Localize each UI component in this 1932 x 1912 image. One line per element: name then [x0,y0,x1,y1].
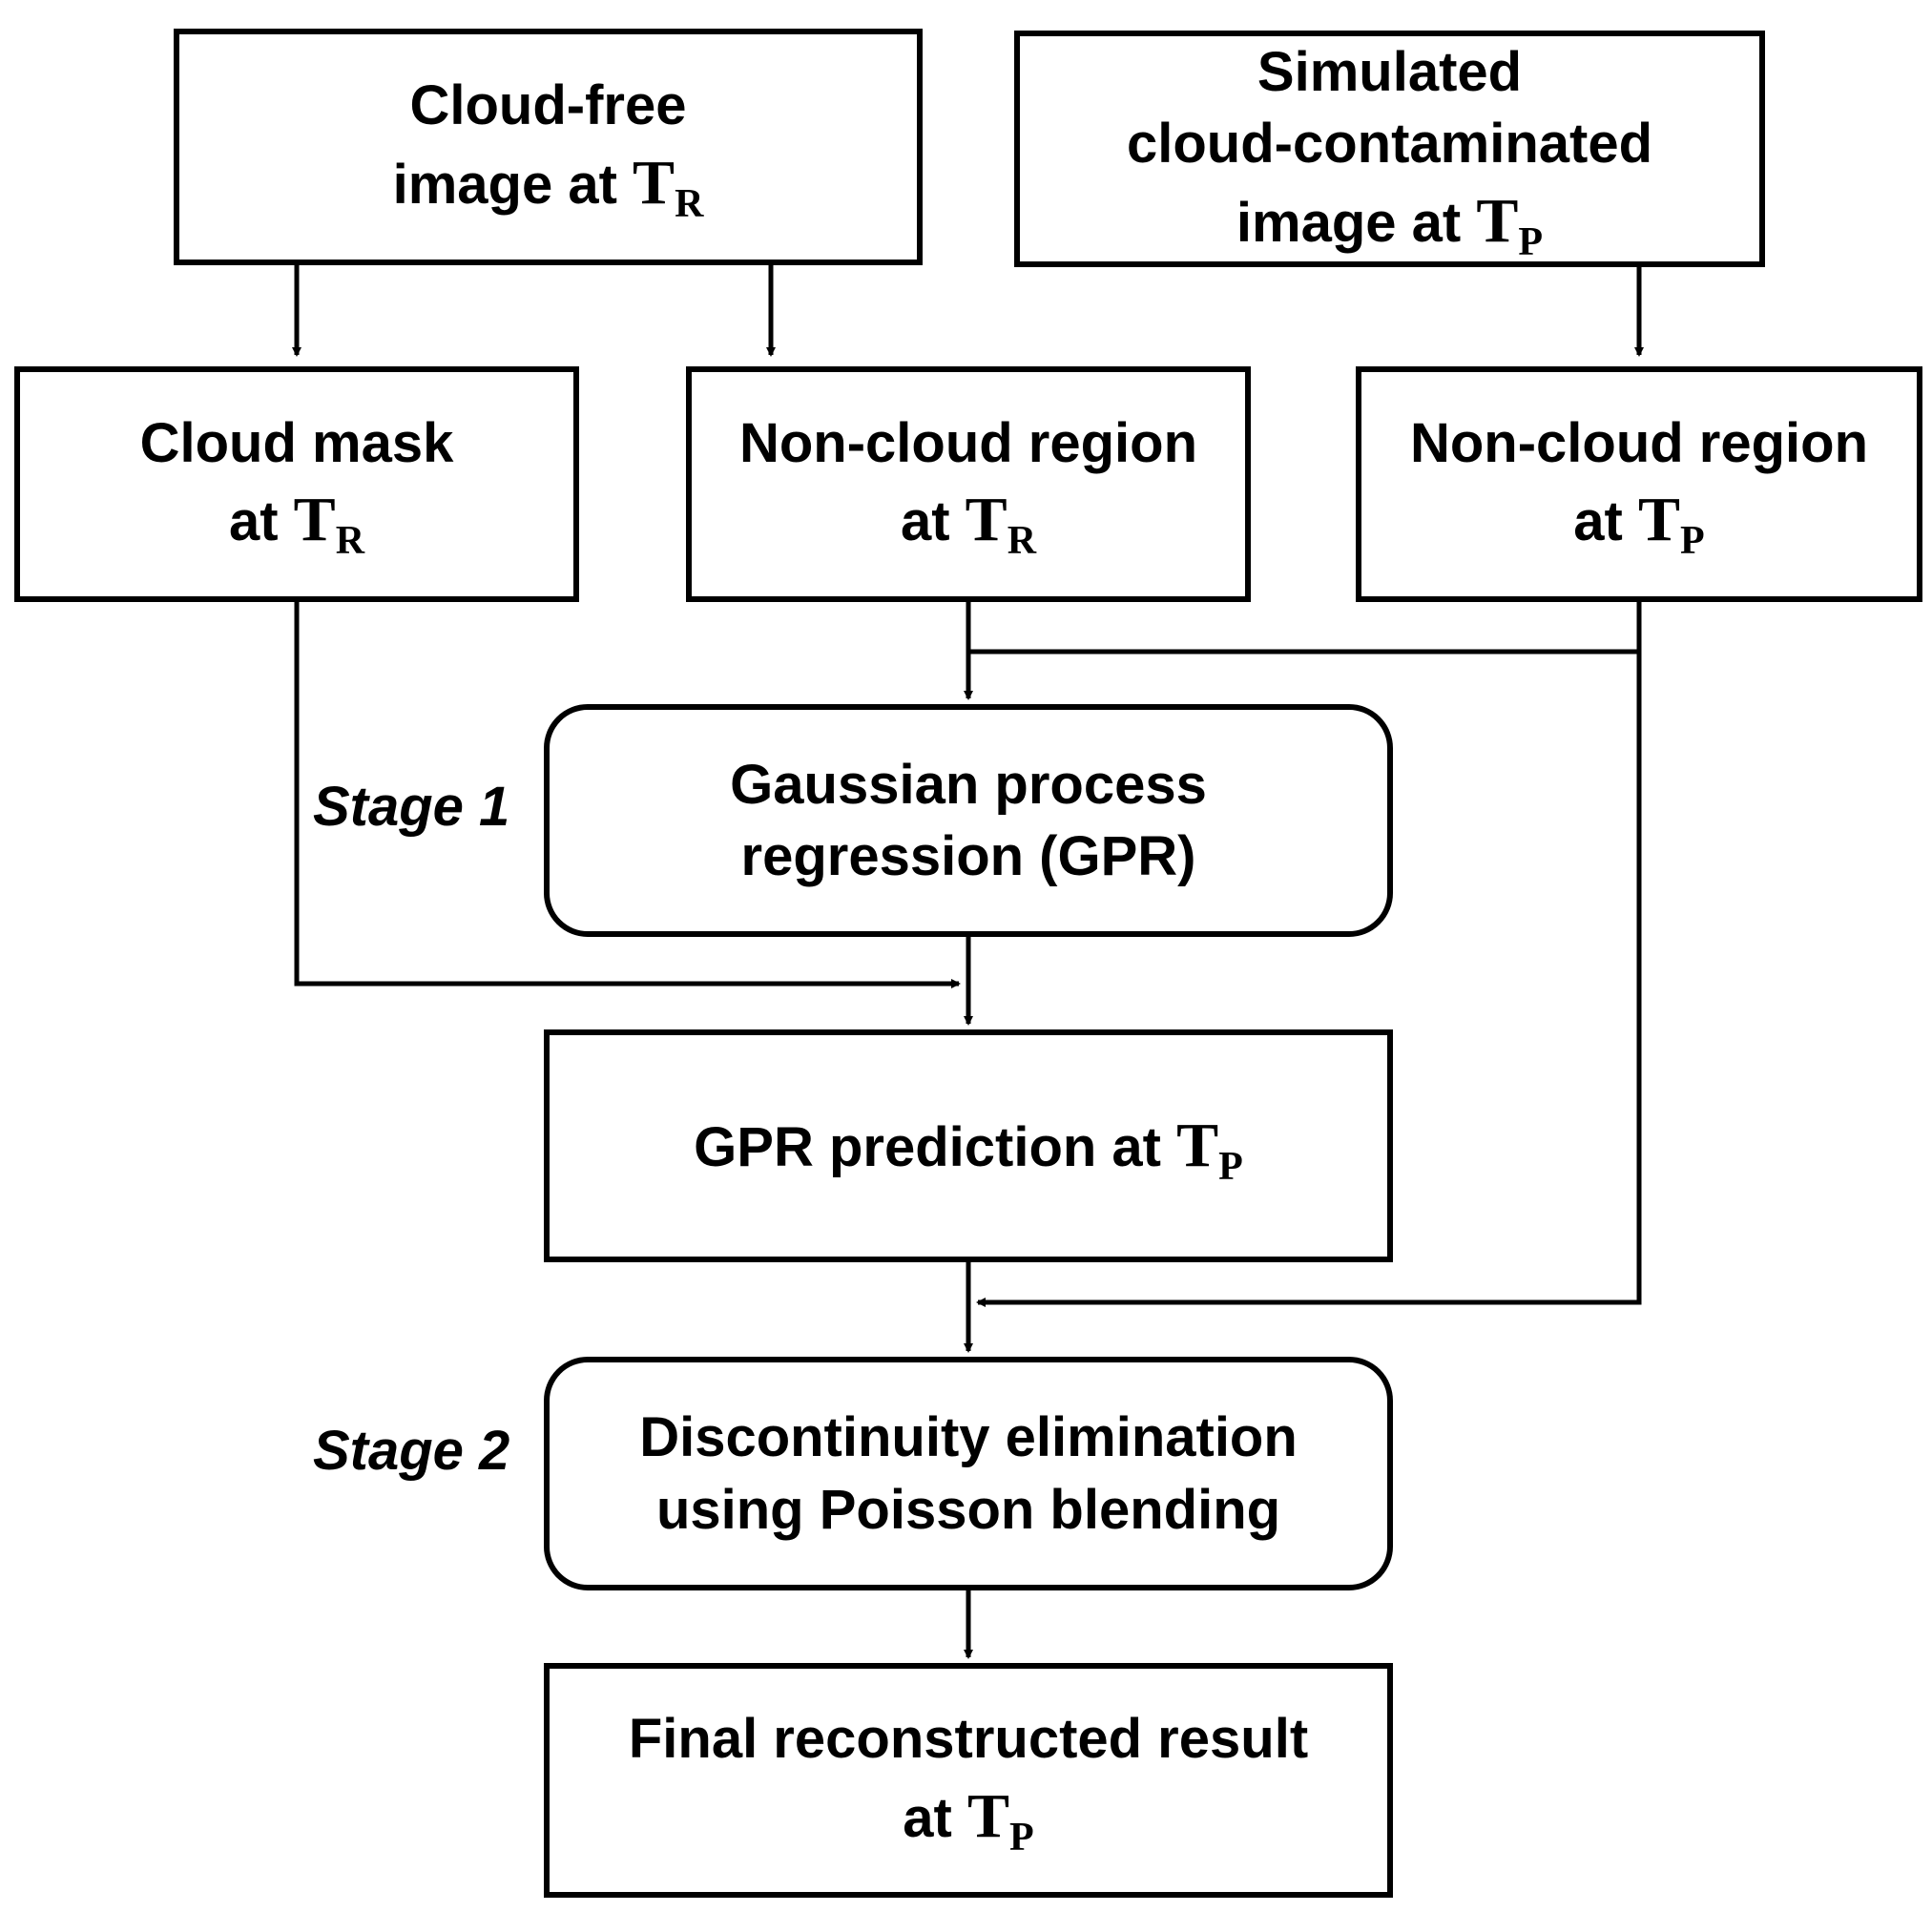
simulated-line-3: image at [1236,191,1462,254]
line-noncloud-tp-to-junction [968,601,1642,655]
time-symbol: T [1176,1111,1219,1181]
gpr-line-1: Gaussian process [730,753,1207,816]
cloud-free-line-1: Cloud-free [409,74,687,137]
cloud-free-image-box: Cloud-free image at TR [174,29,923,265]
noncloud-tr-line-2: at [900,490,950,553]
final-line-1: Final reconstructed result [628,1708,1309,1771]
noncloud-tr-line-1: Non-cloud region [738,411,1198,474]
cloud-mask-line-2: at [228,490,279,553]
gpr-box: Gaussian process regression (GPR) [544,704,1393,937]
time-symbol: T [967,1780,1010,1851]
time-symbol: T [1476,185,1519,256]
cloud-mask-line-1: Cloud mask [139,411,454,474]
final-line-2: at [903,1786,952,1849]
time-symbol: T [633,147,675,218]
arrow-cloudmask-to-merge [294,601,961,988]
gpr-prediction-box: GPR prediction at TP [544,1029,1393,1262]
arrow-noncloud-tp-to-merge [976,652,1642,1307]
simulated-line-2: cloud-contaminated [1126,113,1653,176]
noncloud-tp-line-1: Non-cloud region [1409,411,1869,474]
time-subscript-p: P [1218,1145,1243,1190]
noncloud-tp-line-2: at [1573,490,1623,553]
time-symbol: T [293,485,336,555]
stage-1-label: Stage 1 [313,776,510,838]
cloud-free-line-2: image at [392,153,617,216]
poisson-line-2: using Poisson blending [655,1478,1281,1541]
time-subscript-r: R [1007,519,1037,564]
simulated-cloud-image-box: Simulated cloud-contaminated image at TP [1014,31,1765,267]
time-symbol: T [1638,485,1681,555]
poisson-blending-box: Discontinuity elimination using Poisson … [544,1357,1393,1590]
poisson-line-1: Discontinuity elimination [639,1406,1298,1469]
gpr-prediction-text: GPR prediction at [694,1116,1161,1179]
time-subscript-p: P [1009,1815,1034,1860]
time-subscript-p: P [1518,219,1544,264]
time-subscript-r: R [335,519,365,564]
non-cloud-region-tr-box: Non-cloud region at TR [686,366,1251,602]
simulated-line-1: Simulated [1257,40,1523,103]
gpr-line-2: regression (GPR) [740,825,1196,887]
time-subscript-p: P [1680,519,1705,564]
stage-2-label: Stage 2 [313,1420,510,1482]
non-cloud-region-tp-box: Non-cloud region at TP [1356,366,1922,602]
final-result-box: Final reconstructed result at TP [544,1663,1393,1898]
time-subscript-r: R [675,181,704,226]
time-symbol: T [965,485,1008,555]
cloud-mask-box: Cloud mask at TR [14,366,579,602]
